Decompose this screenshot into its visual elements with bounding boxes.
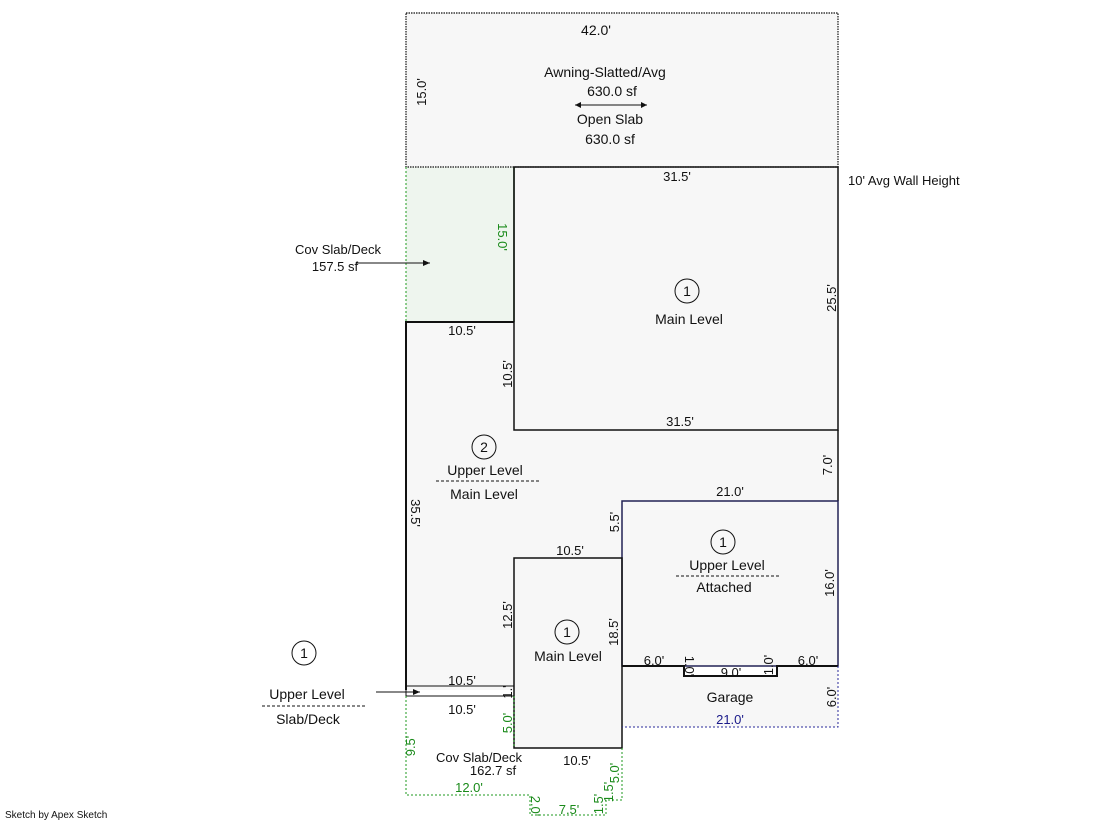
cov-slab-bottom-left-dim: 9.5' — [403, 736, 418, 757]
cov-slab-step-a-dim: 2.0' — [528, 796, 543, 817]
cov-slab-step-d-dim: 1.5' — [601, 782, 616, 803]
garage-width-dim: 21.0' — [716, 712, 744, 727]
main-lower-label: Main Level — [534, 648, 602, 664]
upper-slab-label-bottom: Slab/Deck — [276, 711, 341, 727]
cov-slab-step-c-dim: 1.5' — [591, 794, 606, 815]
garage-upper-right-dim: 16.0' — [822, 569, 837, 597]
main-upper-left-dim: 10.5' — [500, 360, 515, 388]
main-upper-bottom-dim: 31.5' — [666, 414, 694, 429]
arrow-left-icon — [575, 102, 581, 108]
main-level-upper-circle — [674, 278, 700, 304]
arrow-right-icon — [413, 689, 420, 695]
garage-door-line — [622, 665, 838, 677]
upper-slab-bottom-dim: 10.5' — [448, 702, 476, 717]
arrow-right-icon — [423, 260, 430, 266]
main-upper-left-top-dim: 10.5' — [448, 323, 476, 338]
garage-upper-left-dim: 5.5' — [607, 512, 622, 533]
cov-slab-bottom-area: 162.7 sf — [470, 763, 517, 778]
upper-slab-circle — [291, 640, 317, 666]
upper-main-label-bottom: Main Level — [450, 486, 518, 502]
main-lower-bottom-dim: 10.5' — [563, 753, 591, 768]
main-lower-right-dim: 18.5' — [606, 618, 621, 646]
upper-main-circle — [471, 434, 497, 460]
upper-slab-top-dim: 10.5' — [448, 673, 476, 688]
circle-number: 1 — [683, 283, 691, 299]
cov-slab-inner-dim: 5.0' — [500, 713, 515, 734]
circle-number: 1 — [563, 624, 571, 640]
main-level-lower-outline — [513, 557, 623, 749]
cov-slab-bottom-outline — [405, 696, 623, 816]
main-lower-top-dim: 10.5' — [556, 543, 584, 558]
cov-slab-top-area-text: 157.5 sf — [312, 259, 359, 274]
main-lower-left-dim: 12.5' — [500, 601, 515, 629]
awning-width: 42.0' — [581, 22, 611, 38]
circle-number: 2 — [480, 439, 488, 455]
open-slab-label: Open Slab — [577, 111, 643, 127]
upper-slab-label-top: Upper Level — [269, 686, 345, 702]
garage-seg3-dim: 9.0' — [721, 665, 742, 680]
garage-area — [622, 666, 838, 727]
main-level-upper-outline — [513, 166, 839, 431]
cov-slab-bottom-bottom-dim: 12.0' — [455, 780, 483, 795]
cov-slab-right-dim: 5.0' — [607, 763, 622, 784]
awning-depth: 15.0' — [414, 78, 429, 106]
awning-area-text: 630.0 sf — [587, 83, 637, 99]
main-level-lower-circle — [554, 619, 580, 645]
main-lower-step-dim: 1.' — [500, 685, 515, 698]
main-upper-label: Main Level — [655, 311, 723, 327]
garage-outline — [622, 666, 839, 728]
garage-upper-label-bottom: Attached — [696, 579, 751, 595]
garage-seg4-dim: 1.0' — [761, 655, 776, 676]
garage-upper-label-top: Upper Level — [689, 557, 765, 573]
garage-right-dim: 6.0' — [824, 687, 839, 708]
garage-upper-circle — [710, 529, 736, 555]
garage-label: Garage — [707, 689, 754, 705]
cov-slab-step-b-dim: 7.5' — [559, 802, 580, 817]
cov-slab-top-depth: 15.0' — [495, 223, 510, 251]
cov-slab-bottom-label: Cov Slab/Deck — [436, 750, 522, 765]
upper-main-left-dim: 35.5' — [408, 499, 423, 527]
upper-main-left-outline — [405, 321, 514, 690]
upper-main-label-top: Upper Level — [447, 462, 523, 478]
circle-number: 1 — [719, 534, 727, 550]
circle-number: 1 — [300, 645, 308, 661]
awning-label: Awning-Slatted/Avg — [544, 64, 666, 80]
sketch-credit: Sketch by Apex Sketch — [5, 810, 107, 821]
garage-upper-area — [622, 501, 838, 666]
garage-seg5-dim: 6.0' — [798, 653, 819, 668]
main-level-lower-area — [514, 558, 622, 748]
arrow-right-icon — [641, 102, 647, 108]
garage-seg1-dim: 6.0' — [644, 653, 665, 668]
cov-slab-top-area — [406, 167, 514, 322]
cov-slab-top-label: Cov Slab/Deck — [295, 242, 381, 257]
open-slab-area: 630.0 sf — [585, 131, 635, 147]
garage-seg2-dim: 1.0' — [682, 656, 697, 677]
upper-main-right-gap-dim: 7.0' — [820, 455, 835, 476]
awning-area — [406, 13, 838, 167]
main-upper-top-dim: 31.5' — [663, 169, 691, 184]
main-upper-right-dim: 25.5' — [824, 284, 839, 312]
garage-upper-top-dim: 21.0' — [716, 484, 744, 499]
awning-outline — [405, 12, 839, 168]
upper-slab-deck-outline — [405, 685, 515, 697]
wall-height-note: 10' Avg Wall Height — [848, 173, 960, 188]
